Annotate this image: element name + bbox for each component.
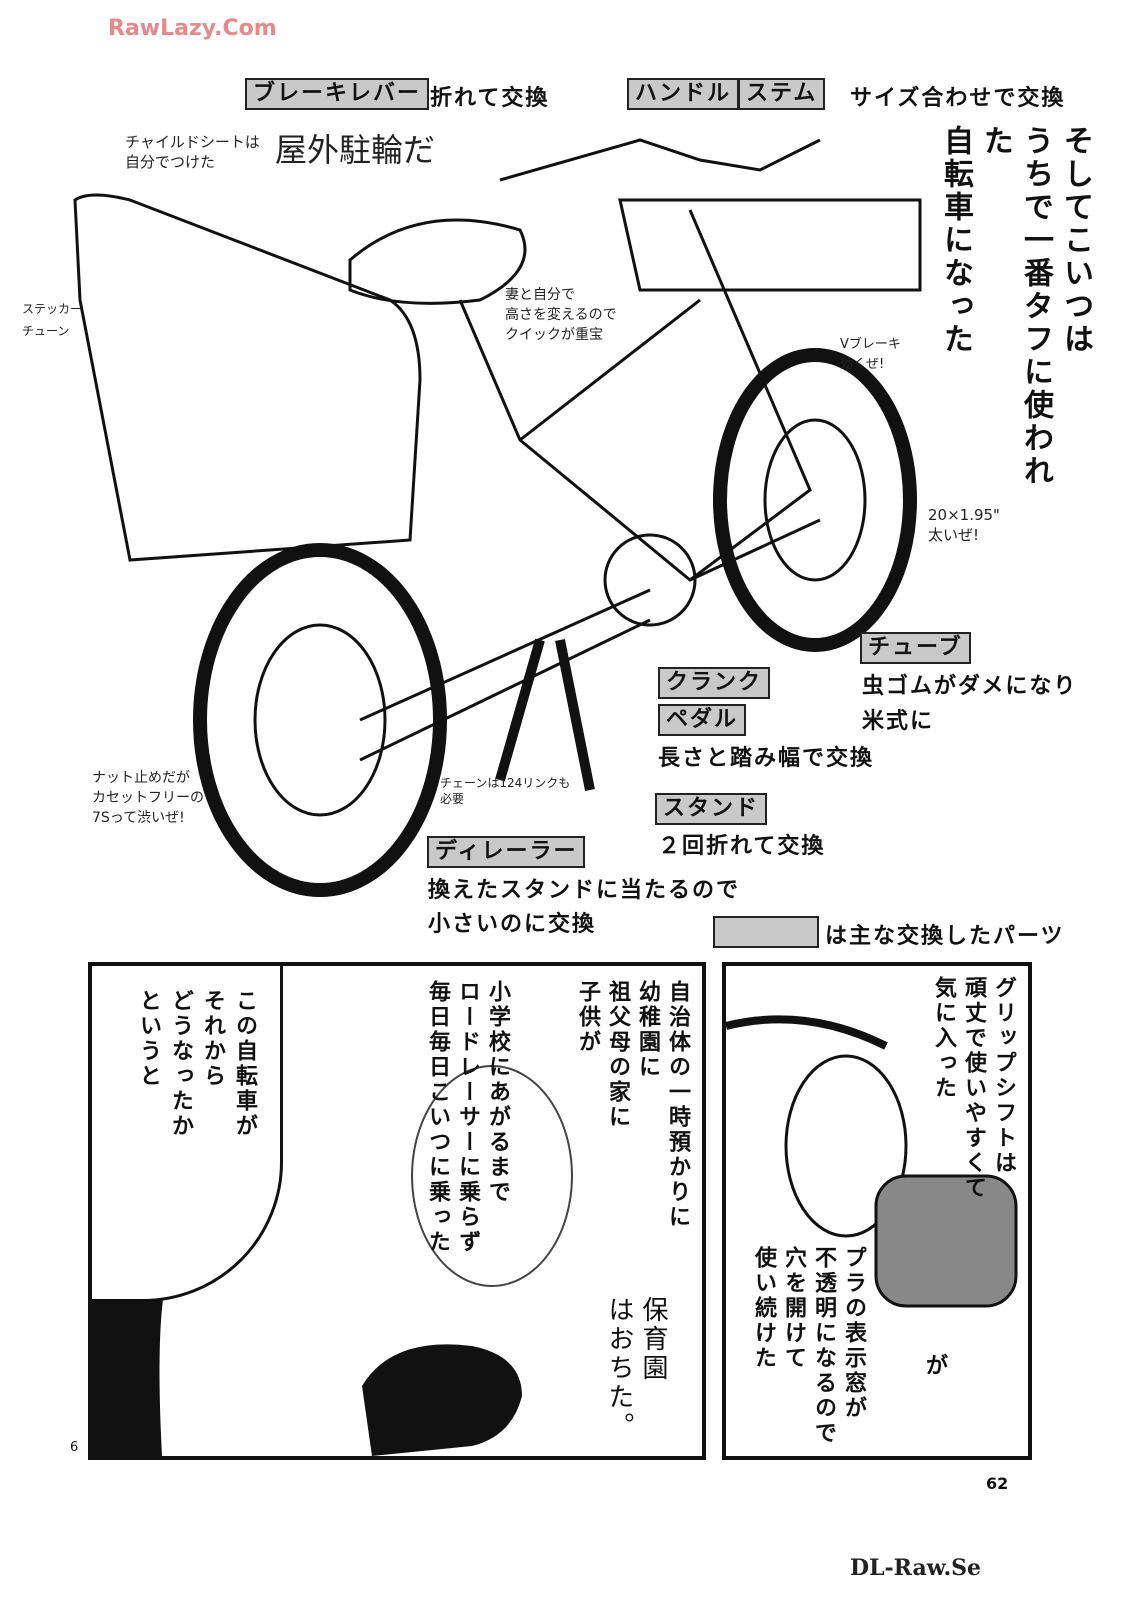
bubble-line: というと [136,989,161,1089]
narration-line: 不透明になるので [811,1246,836,1446]
note-derailleur-1: 換えたスタンドに当たるので [428,878,741,903]
narration-line: 自転車になった [938,125,973,356]
note-tube-2: 米式に [862,709,935,734]
panel2-narration: グリップシフトは 頑丈で使いやすくて 気に入った [928,976,1018,1216]
narration-line: 気に入った [931,976,956,1101]
panel2-ga: が [926,1354,951,1379]
page-number-left: 6 [70,1440,79,1455]
legend-swatch [713,916,819,948]
narration-line: ロードレーサーに乗らず [455,980,480,1255]
narration-line: 幼稚園に [635,980,660,1080]
note-vbrake: Vブレーキ 効くぜ! [840,337,901,372]
note-derailleur-2: 小さいのに交換 [428,912,597,937]
panel-2: グリップシフトは 頑丈で使いやすくて 気に入った プラの表示窓が 不透明になるの… [722,962,1032,1460]
tag-brake-lever: ブレーキレバー [245,78,430,110]
panel1-narration: 自治体の一時預かりに 幼稚園に 祖父母の家に 子供が 小学校にあがるまで ロード… [422,980,692,1310]
narration-line: 頑丈で使いやすくて [961,976,986,1201]
bubble-text: この自転車が それから どうなったか というと [132,989,260,1139]
narration-line: 子供が [575,980,600,1055]
note-tube-1: 虫ゴムがダメになり [862,674,1078,699]
narration-line: 自治体の一時預かりに [665,980,690,1230]
note-line: 保育園 [638,1296,668,1383]
narration-line: プラの表示窓が [841,1246,866,1421]
watermark-bottom: DL-Raw.Se [850,1555,981,1581]
narration-line: 使い続けた [751,1246,776,1371]
page-number-right: 62 [986,1474,1009,1493]
tag-pedal: ペダル [658,704,747,736]
watermark-top: RawLazy.Com [108,16,277,41]
bicycle-illustration [73,138,922,897]
narration-line: うちで一番タフに使われた [978,125,1053,488]
tag-tube: チューブ [860,632,971,664]
bubble-line: どうなったか [168,989,193,1139]
legend-text: は主な交換したパーツ [825,924,1065,949]
note-stem: サイズ合わせで交換 [850,86,1066,111]
tag-stand: スタンド [655,793,768,825]
narration-line: 毎日毎日こいつに乗った [425,980,450,1255]
narration-line: 小学校にあがるまで [485,980,510,1205]
panel2-lower: プラの表示窓が 不透明になるので 穴を開けて 使い続けた [748,1246,868,1446]
tag-stem: ステム [738,78,826,110]
grip-shift-illustration [726,1015,1018,1308]
narration-line: グリップシフトは [991,976,1016,1176]
speech-bubble: この自転車が それから どうなったか というと [92,966,283,1302]
tag-derailleur: ディレーラー [427,836,586,868]
note-chain: チェーンは124リンクも 必要 [440,776,571,806]
tag-handle: ハンドル [627,78,740,110]
note-sticker: ステッカー チューン [22,302,83,338]
panel-1: 自治体の一時預かりに 幼稚園に 祖父母の家に 子供が 小学校にあがるまで ロード… [88,962,706,1460]
narration-line: そしてこいつは [1058,125,1093,356]
note-stand: ２回折れて交換 [658,834,826,859]
note-outdoor: 屋外駐輪だ [275,131,436,169]
note-brake-lever: 折れて交換 [430,86,550,111]
tag-crank: クランク [658,667,771,699]
panel1-note: 保育園 はおちた。 [602,1296,670,1441]
bubble-line: この自転車が [232,989,257,1139]
narration-top: そしてこいつは うちで一番タフに使われた 自転車になった [935,125,1095,505]
note-tire: 20×1.95" 太いぜ! [928,506,1000,544]
note-quick: 妻と自分で 高さを変えるので クイックが重宝 [505,287,617,343]
note-line: はおちた。 [604,1296,634,1441]
note-pedal: 長さと踏み幅で交換 [658,746,875,771]
narration-line: 祖父母の家に [605,980,630,1130]
note-child-seat: チャイルドシートは 自分でつけた [125,133,260,171]
bubble-line: それから [200,989,225,1089]
note-cassette: ナット止めだが カセットフリーの 7Sって渋いぜ! [92,770,204,826]
narration-line: 穴を開けて [781,1246,806,1371]
